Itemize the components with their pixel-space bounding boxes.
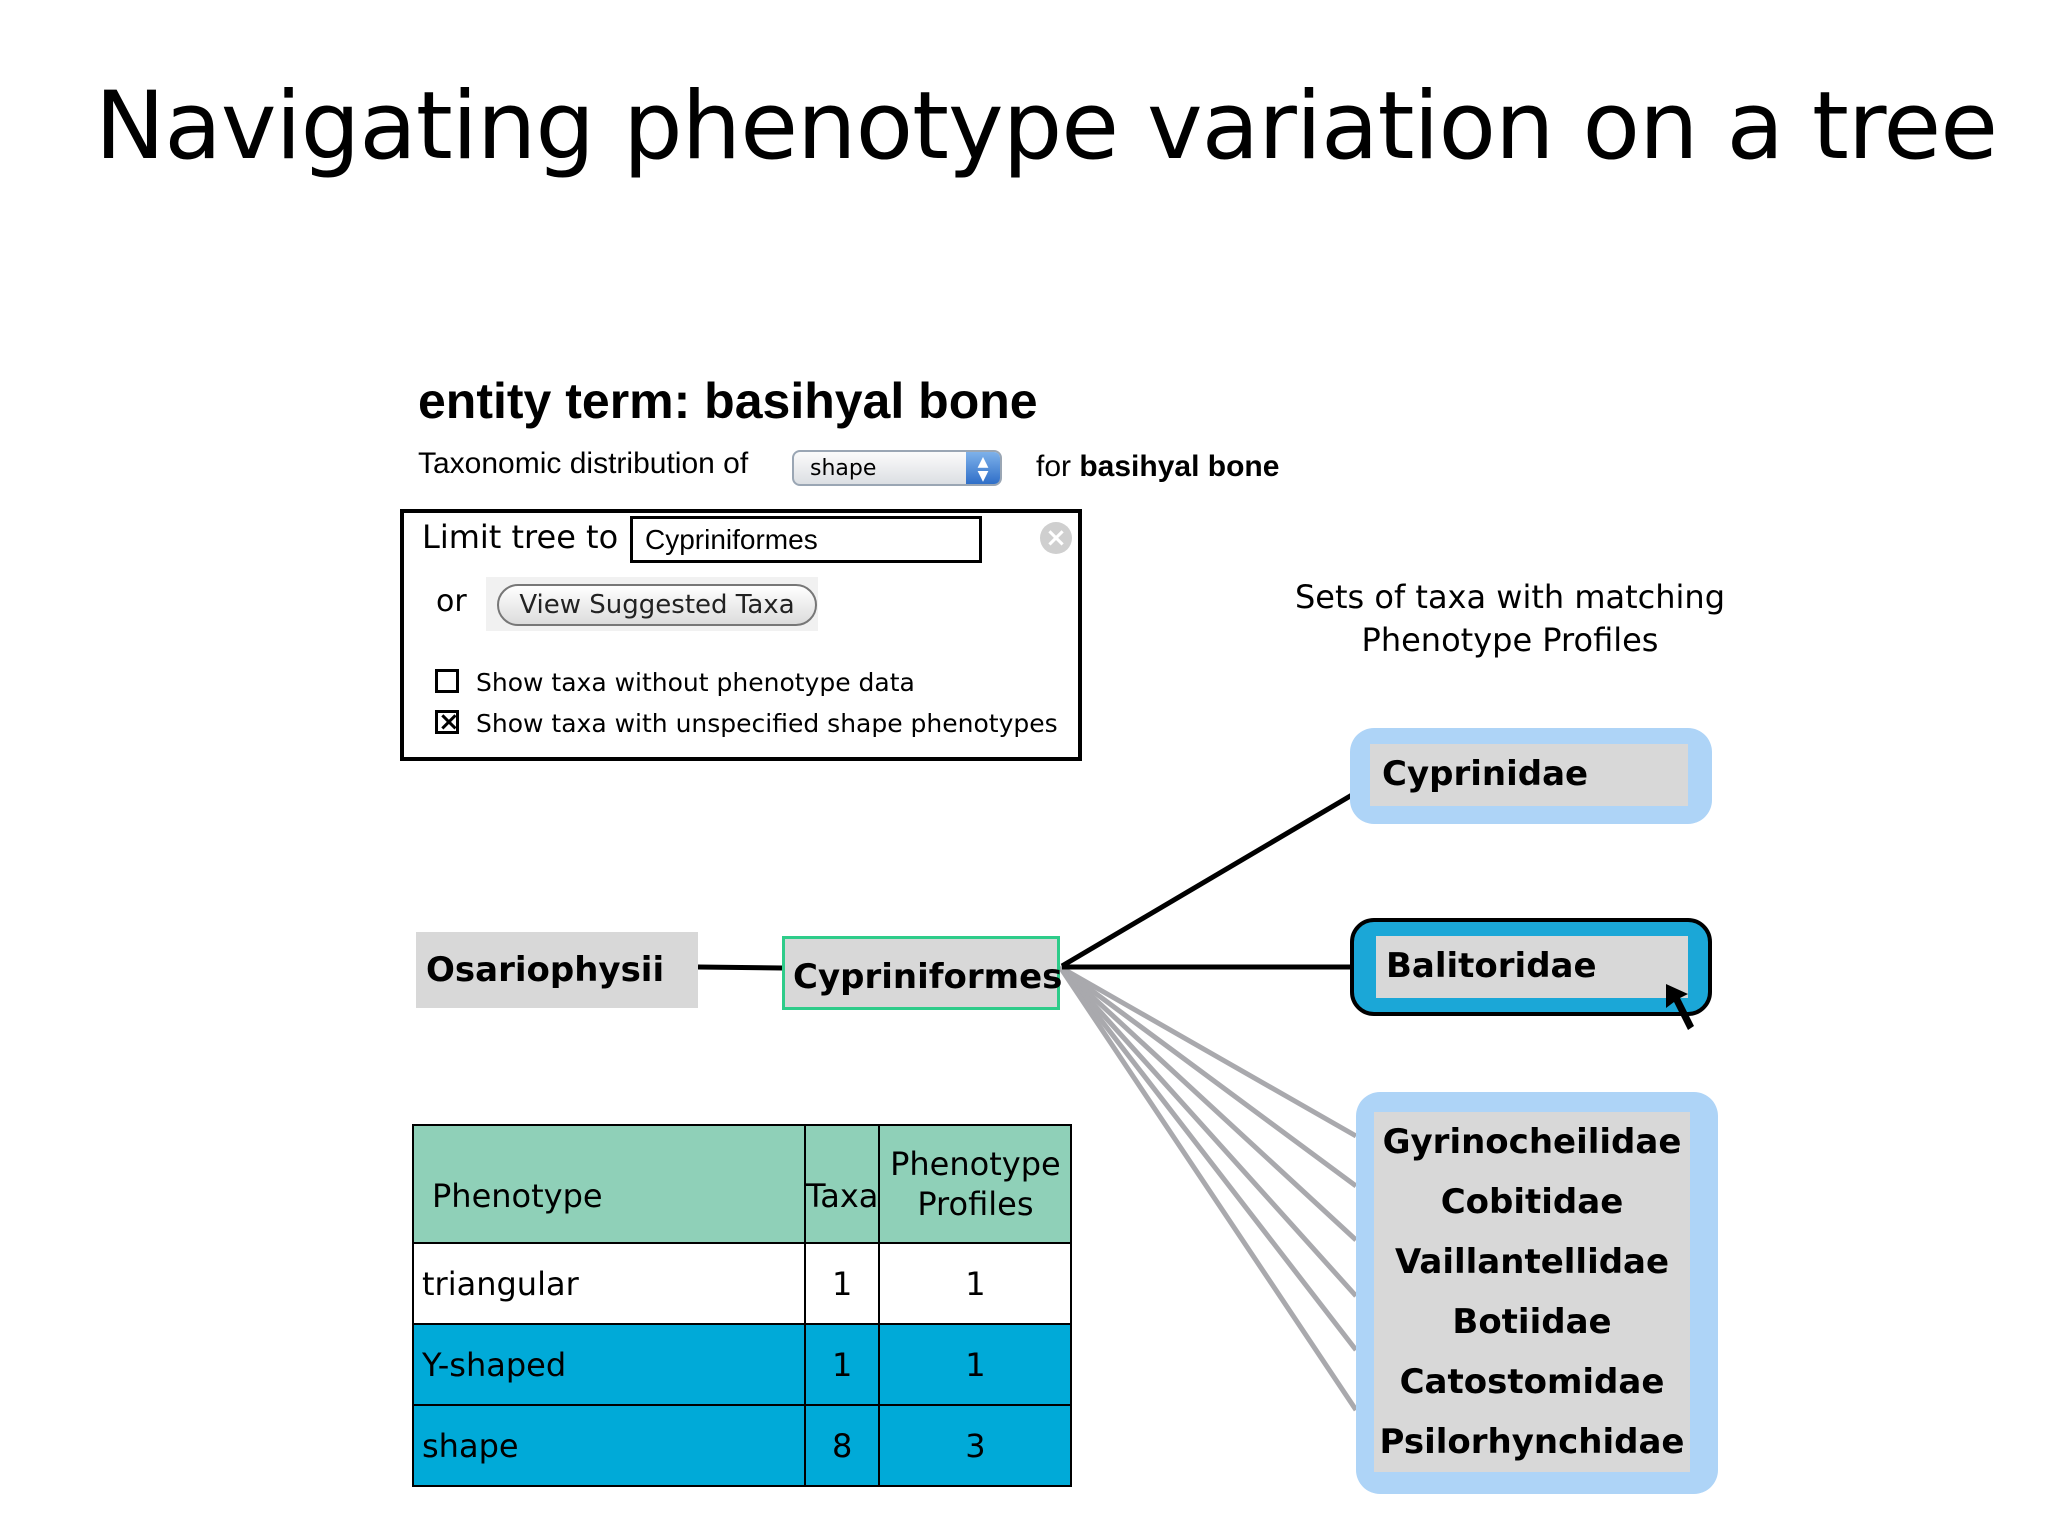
- checkbox-show-without-data[interactable]: [435, 669, 459, 693]
- table-row[interactable]: Y-shaped 1 1: [412, 1323, 1073, 1406]
- taxon-node[interactable]: Botiidae: [1452, 1302, 1612, 1342]
- edge-catostomidae: [1058, 965, 1358, 1352]
- cell-profiles: 1: [878, 1323, 1073, 1406]
- edge-cobitidae: [1058, 964, 1358, 1189]
- edge-vaillantellidae: [1058, 965, 1358, 1242]
- taxon-node[interactable]: Catostomidae: [1399, 1362, 1665, 1402]
- view-suggested-taxa-button[interactable]: View Suggested Taxa: [497, 584, 817, 626]
- taxa-set-3-list: Gyrinocheilidae Cobitidae Vaillantellida…: [1374, 1112, 1690, 1472]
- header-taxa: Taxa: [803, 1124, 881, 1244]
- header-profiles-line2: Profiles: [917, 1185, 1034, 1223]
- clear-icon[interactable]: ×: [1040, 522, 1072, 554]
- sets-caption-line1: Sets of taxa with matching: [1294, 578, 1726, 616]
- cell-phenotype: triangular: [412, 1242, 806, 1325]
- table-header-row: Phenotype Taxa Phenotype Profiles: [412, 1124, 1073, 1244]
- taxon-node[interactable]: Cyprinidae: [1370, 744, 1688, 806]
- limit-tree-input[interactable]: Cypriniformes: [630, 516, 982, 563]
- header-profiles-line1: Phenotype: [890, 1145, 1061, 1183]
- cell-profiles: 1: [878, 1242, 1073, 1325]
- entity-heading: entity term: basihyal bone: [418, 373, 1038, 429]
- table-row[interactable]: triangular 1 1: [412, 1242, 1073, 1325]
- edge-botiidae: [1058, 965, 1358, 1298]
- taxon-node[interactable]: Vaillantellidae: [1394, 1242, 1670, 1282]
- header-phenotype: Phenotype: [412, 1124, 806, 1244]
- distribution-for-label: for basihyal bone: [1036, 450, 1279, 484]
- taxon-node[interactable]: Gyrinocheilidae: [1382, 1122, 1682, 1162]
- cell-phenotype: shape: [412, 1404, 806, 1487]
- cursor-arrow-icon: [1666, 984, 1694, 1030]
- select-arrows-icon: ▲▼: [966, 452, 1000, 484]
- sets-caption: Sets of taxa with matching Phenotype Pro…: [1280, 576, 1740, 662]
- cell-profiles: 3: [878, 1404, 1073, 1487]
- edge-cyprinidae: [1060, 779, 1376, 969]
- taxon-node[interactable]: Psilorhynchidae: [1379, 1422, 1685, 1462]
- cell-taxa: 1: [803, 1242, 881, 1325]
- edge-root-to-current: [697, 964, 783, 971]
- for-entity: basihyal bone: [1079, 450, 1280, 483]
- phenotype-quality-select[interactable]: shape ▲▼: [792, 450, 1002, 486]
- cell-phenotype: Y-shaped: [412, 1323, 806, 1406]
- phenotype-table: Phenotype Taxa Phenotype Profiles triang…: [412, 1124, 1073, 1487]
- tree-node-root[interactable]: Osariophysii: [416, 932, 698, 1008]
- checkbox-label-unspecified: Show taxa with unspecified shape phenoty…: [476, 709, 1058, 738]
- edge-gyrinocheilidae: [1058, 964, 1358, 1139]
- select-value: shape: [810, 456, 877, 481]
- cell-taxa: 8: [803, 1404, 881, 1487]
- taxon-node[interactable]: Balitoridae: [1376, 936, 1688, 998]
- edge-psilorhynchidae: [1057, 965, 1359, 1412]
- limit-tree-label: Limit tree to: [422, 518, 619, 556]
- slide-title: Navigating phenotype variation on a tree: [94, 72, 1998, 181]
- table-row[interactable]: shape 8 3: [412, 1404, 1073, 1487]
- tree-node-current[interactable]: Cypriniformes: [782, 936, 1062, 1010]
- sets-caption-line2: Phenotype Profiles: [1361, 621, 1659, 659]
- distribution-label: Taxonomic distribution of: [418, 447, 749, 480]
- checkbox-show-unspecified[interactable]: ×: [435, 709, 460, 735]
- cell-taxa: 1: [803, 1323, 881, 1406]
- checkbox-label-without-data: Show taxa without phenotype data: [476, 668, 915, 697]
- taxon-node[interactable]: Cobitidae: [1440, 1182, 1624, 1222]
- for-word: for: [1036, 450, 1072, 483]
- or-label: or: [436, 584, 467, 619]
- header-profiles: Phenotype Profiles: [878, 1124, 1073, 1244]
